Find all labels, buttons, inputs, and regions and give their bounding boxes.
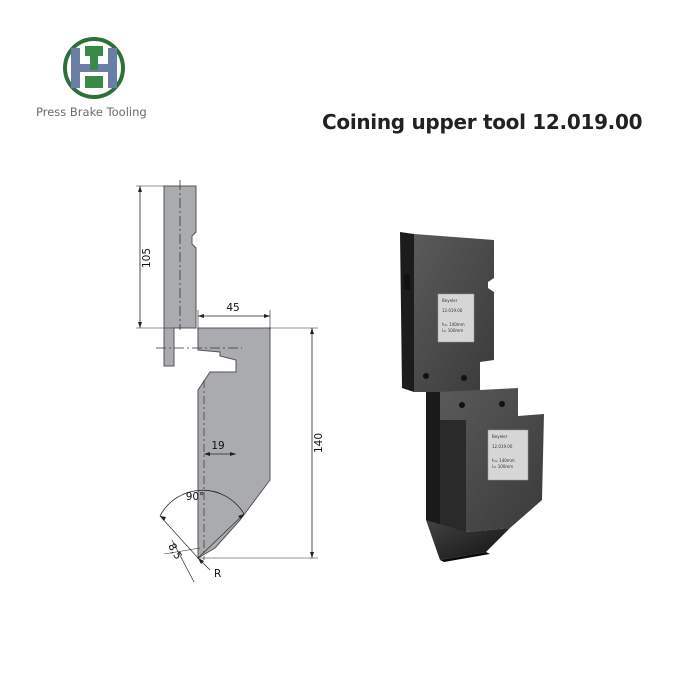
plate-upper-line3: l= 100mm (442, 328, 463, 333)
photo-plate-upper (437, 293, 475, 343)
photo-plate-lower (487, 429, 529, 481)
logo-caption: Press Brake Tooling (36, 105, 147, 119)
dim-radius: R (214, 568, 221, 580)
plate-lower-line2: h= 140mm (492, 458, 515, 463)
dim-angle: 90° (186, 491, 205, 503)
dim-shank-height: 105 (141, 248, 153, 268)
plate-lower-line3: l= 100mm (492, 464, 513, 469)
dim-offset: 19 (211, 440, 224, 452)
photo-body-side (426, 392, 440, 528)
brand-logo: Press Brake Tooling (36, 36, 160, 119)
photo-tip (426, 520, 510, 560)
plate-upper-brand: Beyeler (442, 298, 458, 303)
dim-height: 140 (313, 433, 325, 453)
page-title: Coining upper tool 12.019.00 (322, 110, 643, 134)
plate-upper-line1: 12.019.00 (442, 308, 463, 313)
plate-lower-brand: Beyeler (492, 434, 508, 439)
plate-upper-line2: h= 140mm (442, 322, 465, 327)
dim-width: 45 (226, 302, 239, 314)
plate-lower-line1: 12.019.00 (492, 444, 513, 449)
logo-mark-icon (63, 37, 125, 99)
photo-shank-side (400, 232, 414, 392)
